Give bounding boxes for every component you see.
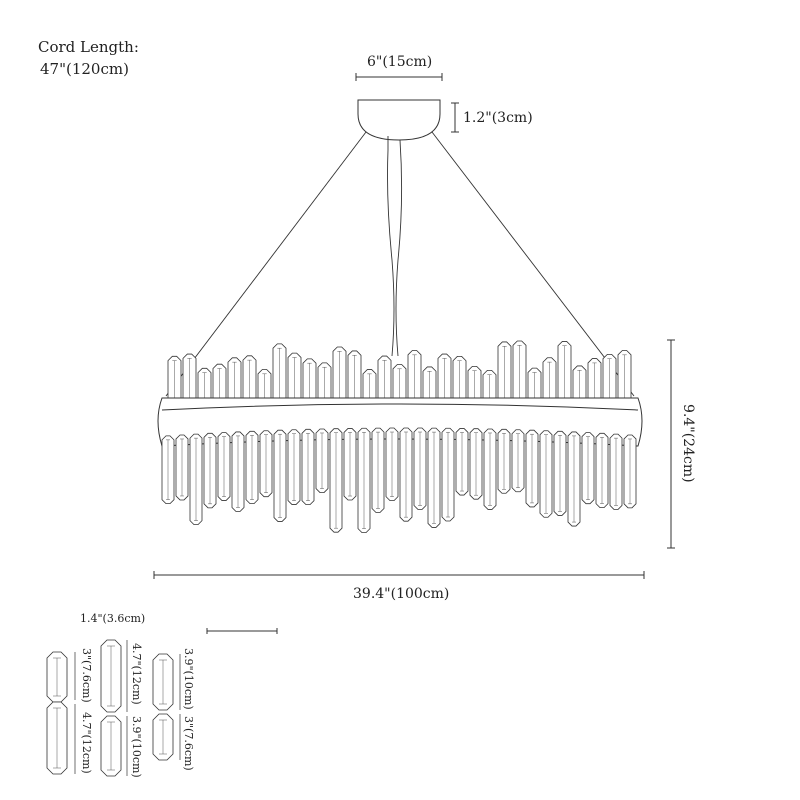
crystal-c-top-label: 3.9"(10cm) (182, 648, 195, 710)
crystal-a-top-label: 3"(7.6cm) (80, 648, 93, 703)
cord-length-title: Cord Length: (38, 38, 139, 56)
canopy-width-label: 6"(15cm) (367, 54, 433, 70)
crystal-b-top-label: 4.7"(12cm) (130, 643, 143, 705)
crystal-c-bottom-label: 3"(7.6cm) (182, 716, 195, 771)
suspension-wire-right (431, 131, 635, 397)
fixture-width-label: 39.4"(100cm) (353, 586, 450, 602)
power-cord (387, 136, 395, 357)
canopy-height-label: 1.2"(3cm) (463, 110, 533, 126)
suspension-wire-left (165, 131, 367, 397)
cord-length-value: 47"(120cm) (40, 60, 129, 78)
crystal-b-bottom-label: 3.9"(10cm) (130, 716, 143, 778)
fixture-height-label: 9.4"(24cm) (680, 404, 696, 483)
crystal-a-bottom-label: 4.7"(12cm) (80, 712, 93, 774)
crystal-width-label: 1.4"(3.6cm) (80, 612, 146, 625)
canopy (357, 99, 441, 141)
